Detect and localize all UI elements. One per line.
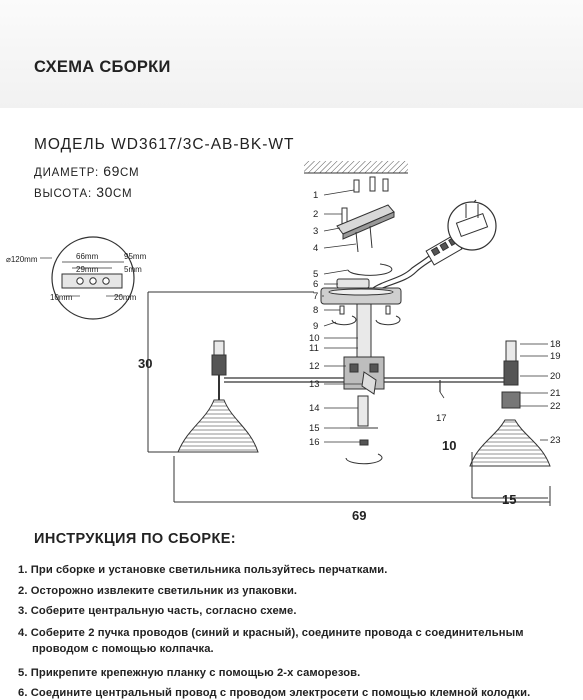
right-lamp xyxy=(469,340,551,467)
right-leaders xyxy=(520,343,548,441)
callout-14: 14 xyxy=(309,403,320,414)
step-number: 6. xyxy=(18,687,28,699)
dim-shade xyxy=(471,452,548,499)
ceiling-hatch xyxy=(304,161,408,174)
callout-7: 7 xyxy=(313,291,318,302)
rotation-arrow xyxy=(347,263,393,276)
detail-d120: ⌀120mm xyxy=(6,255,38,264)
detail-d29: 29mm xyxy=(76,265,99,274)
model-code: WD3617/3C-AB-BK-WT xyxy=(111,136,295,153)
header-band xyxy=(0,0,583,108)
diameter-label: ДИАМЕТР: xyxy=(34,167,100,179)
dim-height-text: 30 xyxy=(138,356,152,371)
step-number: 3. xyxy=(18,605,28,617)
step-text: Соедините центральный провод с проводом … xyxy=(30,687,531,699)
step-number: 5. xyxy=(18,667,28,679)
callout-1: 1 xyxy=(313,190,318,201)
step-number: 1. xyxy=(18,564,28,576)
callout-10: 10 xyxy=(309,333,320,344)
callout-19: 19 xyxy=(550,351,561,362)
callout-20: 20 xyxy=(550,371,561,382)
step-text: Соберите центральную часть, согласно схе… xyxy=(30,605,297,617)
terminal-detail-circle xyxy=(447,201,497,251)
instruction-step-4: 4. Соберите 2 пучка проводов (синий и кр… xyxy=(18,627,524,655)
instruction-step-6: 6. Соедините центральный провод с провод… xyxy=(18,687,530,699)
canopy-detail: ⌀120mm 66mm 95mm 29mm 5mm 10mm 20mm xyxy=(6,236,147,320)
step-text: Соберите 2 пучка проводов (синий и красн… xyxy=(30,627,524,639)
mounting-plate xyxy=(336,204,395,253)
callout-4: 4 xyxy=(313,243,318,254)
diameter-unit: СМ xyxy=(120,167,140,179)
callout-11: 11 xyxy=(309,343,319,354)
spec-height: ВЫСОТА: 30СМ xyxy=(34,184,132,200)
callout-22: 22 xyxy=(550,401,561,412)
step-text: При сборке и установке светильника польз… xyxy=(30,564,388,576)
left-leaders xyxy=(322,189,445,443)
dim-width-text: 69 xyxy=(352,508,366,523)
step-text: Осторожно извлеките светильник из упаков… xyxy=(30,585,298,597)
height-unit: СМ xyxy=(112,188,133,200)
model-line: МОДЕЛЬ WD3617/3C-AB-BK-WT xyxy=(34,136,295,154)
instruction-step-3: 3. Соберите центральную часть, согласно … xyxy=(18,605,297,617)
step-text-continued: проводом с помощью колпачка. xyxy=(32,643,214,655)
model-label: МОДЕЛЬ xyxy=(34,136,106,153)
arms xyxy=(224,377,512,392)
instruction-step-2: 2. Осторожно извлеките светильник из упа… xyxy=(18,585,297,597)
central-rod xyxy=(356,303,372,359)
dim-shade-h-text: 10 xyxy=(442,438,456,453)
page-title: СХЕМА СБОРКИ xyxy=(34,58,171,76)
detail-d10: 10mm xyxy=(50,293,73,302)
step-text: Прикрепите крепежную планку с помощью 2-… xyxy=(30,667,361,679)
callout-18: 18 xyxy=(550,339,561,350)
instruction-step-1: 1. При сборке и установке светильника по… xyxy=(18,564,387,576)
assembly-diagram: 30 69 10 15 1 2 3 4 5 6 7 8 9 10 11 12 1… xyxy=(6,161,561,523)
instruction-step-5: 5. Прикрепите крепежную планку с помощью… xyxy=(18,667,360,679)
step-number: 4. xyxy=(18,627,28,639)
spec-diameter: ДИАМЕТР: 69СМ xyxy=(34,163,139,179)
detail-d20: 20mm xyxy=(114,293,137,302)
callout-5: 5 xyxy=(313,269,318,280)
dim-width xyxy=(173,456,551,506)
dim-height xyxy=(147,291,314,453)
left-lamp xyxy=(177,340,259,453)
detail-d5: 5mm xyxy=(124,265,142,274)
bottom-parts xyxy=(345,395,383,465)
callout-8: 8 xyxy=(313,305,318,316)
detail-d66: 66mm xyxy=(76,252,99,261)
callout-21: 21 xyxy=(550,388,561,399)
height-label: ВЫСОТА: xyxy=(34,188,92,200)
dim-shade-w-text: 15 xyxy=(502,492,516,507)
callout-16: 16 xyxy=(309,437,320,448)
callout-9: 9 xyxy=(313,321,318,332)
height-value: 30 xyxy=(96,184,113,200)
callout-17: 17 xyxy=(436,413,447,424)
callout-12: 12 xyxy=(309,361,320,372)
callout-23: 23 xyxy=(550,435,561,446)
canopy xyxy=(320,278,402,305)
callout-6: 6 xyxy=(313,279,318,290)
instructions-title: ИНСТРУКЦИЯ ПО СБОРКЕ: xyxy=(34,531,236,547)
detail-d95: 95mm xyxy=(124,252,147,261)
step-number: 2. xyxy=(18,585,28,597)
callout-2: 2 xyxy=(313,209,318,220)
callout-15: 15 xyxy=(309,423,320,434)
callout-3: 3 xyxy=(313,226,318,237)
diameter-value: 69 xyxy=(103,163,121,179)
central-hub xyxy=(343,356,385,395)
callout-13: 13 xyxy=(309,379,320,390)
